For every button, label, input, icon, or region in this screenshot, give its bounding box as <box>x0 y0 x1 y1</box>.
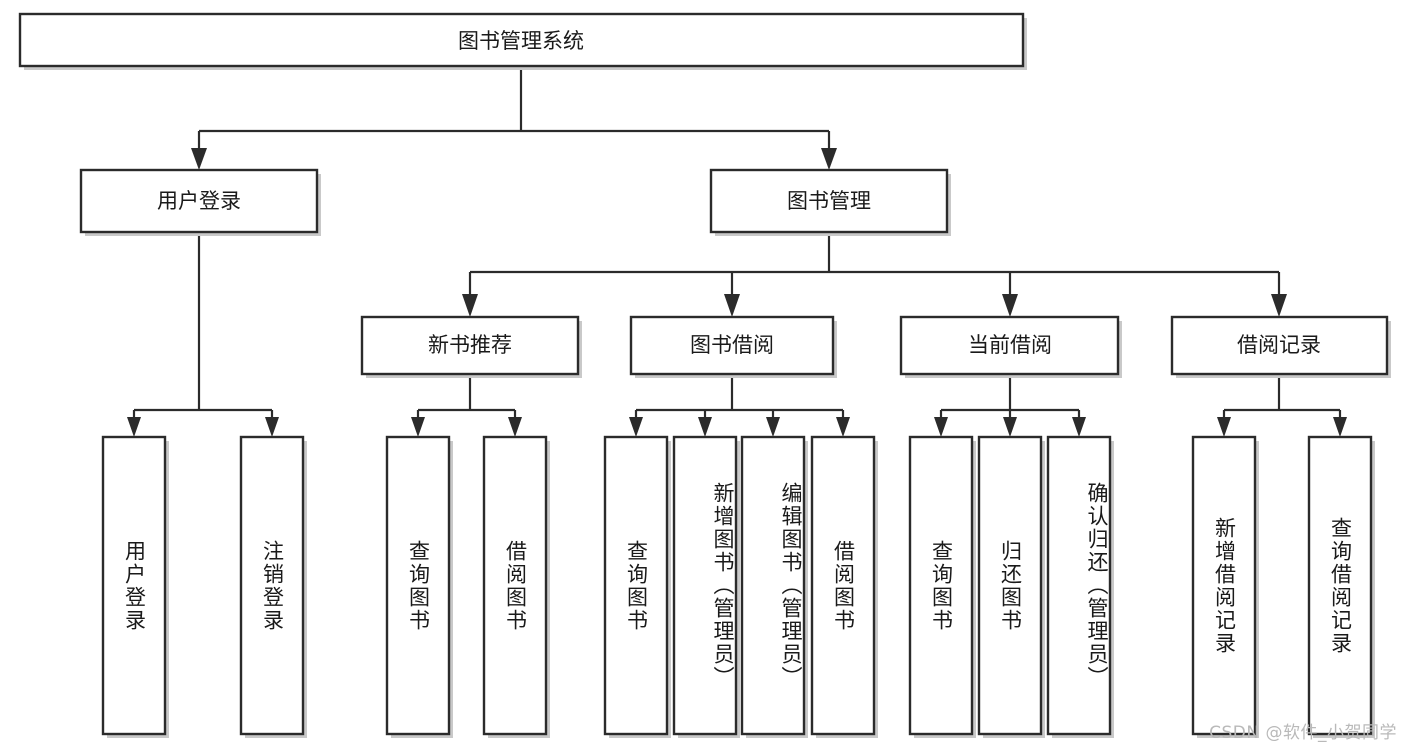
arrow-head-user-login <box>191 148 207 170</box>
node-label-root: 图书管理系统 <box>458 29 584 53</box>
arrow-head-borrowrecord-leaf-1 <box>1217 417 1231 437</box>
arrow-head-newbook-leaf-1 <box>411 417 425 437</box>
leaf-box-logout[interactable] <box>239 435 305 736</box>
node-box-book-manage[interactable] <box>709 168 949 234</box>
leaf-box-newbook-query-book[interactable] <box>385 435 451 736</box>
arrow-head-new-book <box>462 294 478 317</box>
node-label-current-borrow: 当前借阅 <box>968 333 1052 357</box>
arrow-head-bookborrow-leaf-1 <box>629 417 643 437</box>
arrow-head-currentborrow-leaf-1 <box>934 417 948 437</box>
node-box-root[interactable] <box>18 12 1025 68</box>
node-box-book-borrow[interactable] <box>629 315 835 376</box>
leaf-box-currentborrow-return-book[interactable] <box>977 435 1043 736</box>
arrow-head-currentborrow-leaf-2 <box>1003 417 1017 437</box>
node-label-book-borrow: 图书借阅 <box>690 333 774 357</box>
node-box-user-login[interactable] <box>79 168 319 234</box>
node-label-borrow-record: 借阅记录 <box>1237 333 1321 357</box>
arrow-head-bookborrow-leaf-3 <box>766 417 780 437</box>
leaf-box-borrowrecord-add-record[interactable] <box>1191 435 1257 736</box>
arrow-head-book-borrow <box>724 294 740 317</box>
leaf-box-newbook-borrow-book[interactable] <box>482 435 548 736</box>
leaf-box-bookborrow-borrow-book[interactable] <box>810 435 876 736</box>
arrow-head-newbook-leaf-2 <box>508 417 522 437</box>
node-box-new-book-recommend[interactable] <box>360 315 580 376</box>
leaf-box-bookborrow-edit-book[interactable] <box>740 435 806 736</box>
leaf-box-currentborrow-query-book[interactable] <box>908 435 974 736</box>
arrow-head-currentborrow-leaf-3 <box>1072 417 1086 437</box>
leaf-box-currentborrow-confirm-return[interactable] <box>1046 435 1112 736</box>
arrow-head-leaf-user-login <box>127 417 141 437</box>
leaf-box-user-login[interactable] <box>101 435 167 736</box>
leaf-box-bookborrow-add-book[interactable] <box>672 435 738 736</box>
node-label-book-manage: 图书管理 <box>787 189 871 213</box>
node-layer: 图书管理系统 用户登录 图书管理 新书推荐 图书借阅 当前借阅 借阅记录 <box>18 12 1391 738</box>
node-label-new-book-recommend: 新书推荐 <box>428 333 512 357</box>
arrow-head-borrow-record <box>1271 294 1287 317</box>
arrow-head-bookborrow-leaf-2 <box>698 417 712 437</box>
arrow-head-current-borrow <box>1002 294 1018 317</box>
leaf-box-borrowrecord-query-record[interactable] <box>1307 435 1373 736</box>
node-box-current-borrow[interactable] <box>899 315 1120 376</box>
node-label-user-login: 用户登录 <box>157 189 241 213</box>
arrow-head-book-manage <box>821 148 837 170</box>
connector-layer <box>127 66 1347 437</box>
watermark-text: CSDN @软件_小贺同学 <box>1209 723 1397 743</box>
node-box-borrow-record[interactable] <box>1170 315 1389 376</box>
arrow-head-leaf-logout <box>265 417 279 437</box>
leaf-box-bookborrow-query-book[interactable] <box>603 435 669 736</box>
arrow-head-borrowrecord-leaf-2 <box>1333 417 1347 437</box>
arrow-head-bookborrow-leaf-4 <box>836 417 850 437</box>
